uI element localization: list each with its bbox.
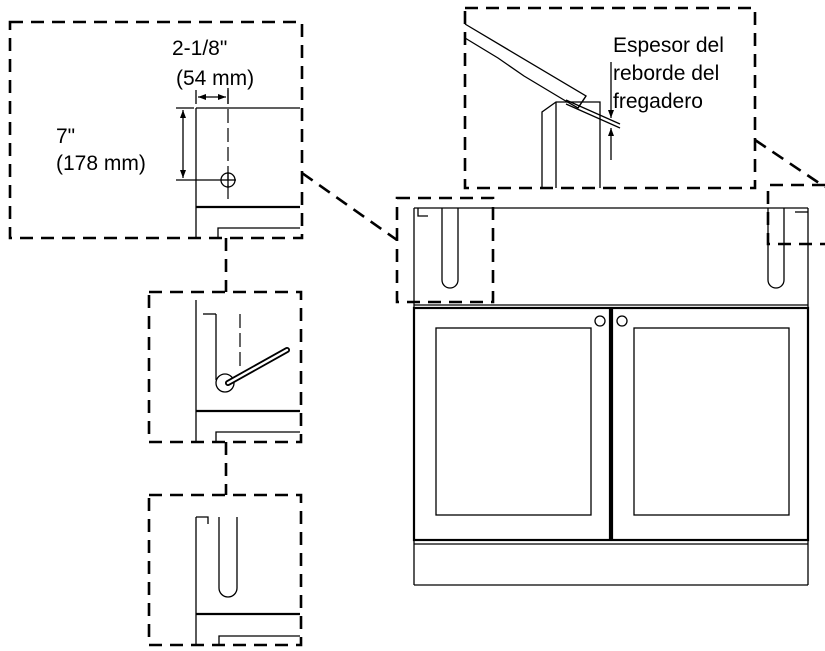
dim-horizontal-metric: (54 mm) (176, 67, 254, 90)
detail-sink-rim-frame (463, 6, 757, 190)
left-slot (441, 208, 459, 289)
detail-measurement-frame (8, 20, 304, 240)
sink-cabinet (412, 207, 810, 586)
dim-h-arrow-right (218, 94, 226, 100)
detail-measurement: 2-1/8" (54 mm) 7" (178 mm) (8, 20, 304, 240)
left-slot-callout (395, 196, 495, 304)
right-slot-callout (766, 183, 825, 246)
left-door-knob[interactable] (594, 315, 606, 327)
dim-h-arrow-left (198, 94, 206, 100)
right-door[interactable] (610, 306, 810, 542)
right-slot (767, 208, 785, 289)
dim-vertical-metric: (178 mm) (56, 152, 146, 175)
rim-arrow-top (608, 110, 614, 118)
finished-slot (218, 517, 238, 598)
dim-v-arrow-bottom (180, 170, 186, 178)
right-door-knob[interactable] (616, 315, 628, 327)
detail-sink-rim: Espesor del reborde del fregadero (463, 6, 757, 190)
left-slot-notch (417, 208, 428, 217)
leader-rim-to-right-slot (754, 138, 825, 189)
rim-arrow-bottom (608, 128, 614, 136)
sink-rim-outline (464, 23, 587, 109)
dim-vertical-imperial: 7" (56, 125, 75, 148)
sink-rim-label-line1: Espesor del (613, 34, 724, 57)
cut-lower-edge (215, 431, 300, 442)
detail-cutting (147, 290, 303, 444)
leader-measurement-to-slot (301, 171, 398, 242)
detail-cutting-frame (147, 290, 303, 444)
sink-rim-label-line3: fregadero (613, 90, 703, 113)
right-door-panel (633, 327, 790, 516)
left-door-panel (435, 327, 592, 516)
panel-lower-edge (217, 227, 300, 238)
sink-rim-label-line2: reborde del (613, 62, 719, 85)
detail-slot-frame (147, 493, 303, 647)
dim-horizontal-imperial: 2-1/8" (172, 37, 227, 60)
rim-thickness-line-1 (565, 103, 621, 129)
slot-lower-edge (218, 635, 300, 645)
left-door[interactable] (412, 306, 612, 542)
slot-panel-notch (196, 516, 209, 524)
detail-slot (147, 493, 303, 647)
rim-thickness-line-2 (565, 99, 621, 125)
saw-blade-inner (226, 348, 289, 385)
dim-v-arrow-top (180, 110, 186, 118)
